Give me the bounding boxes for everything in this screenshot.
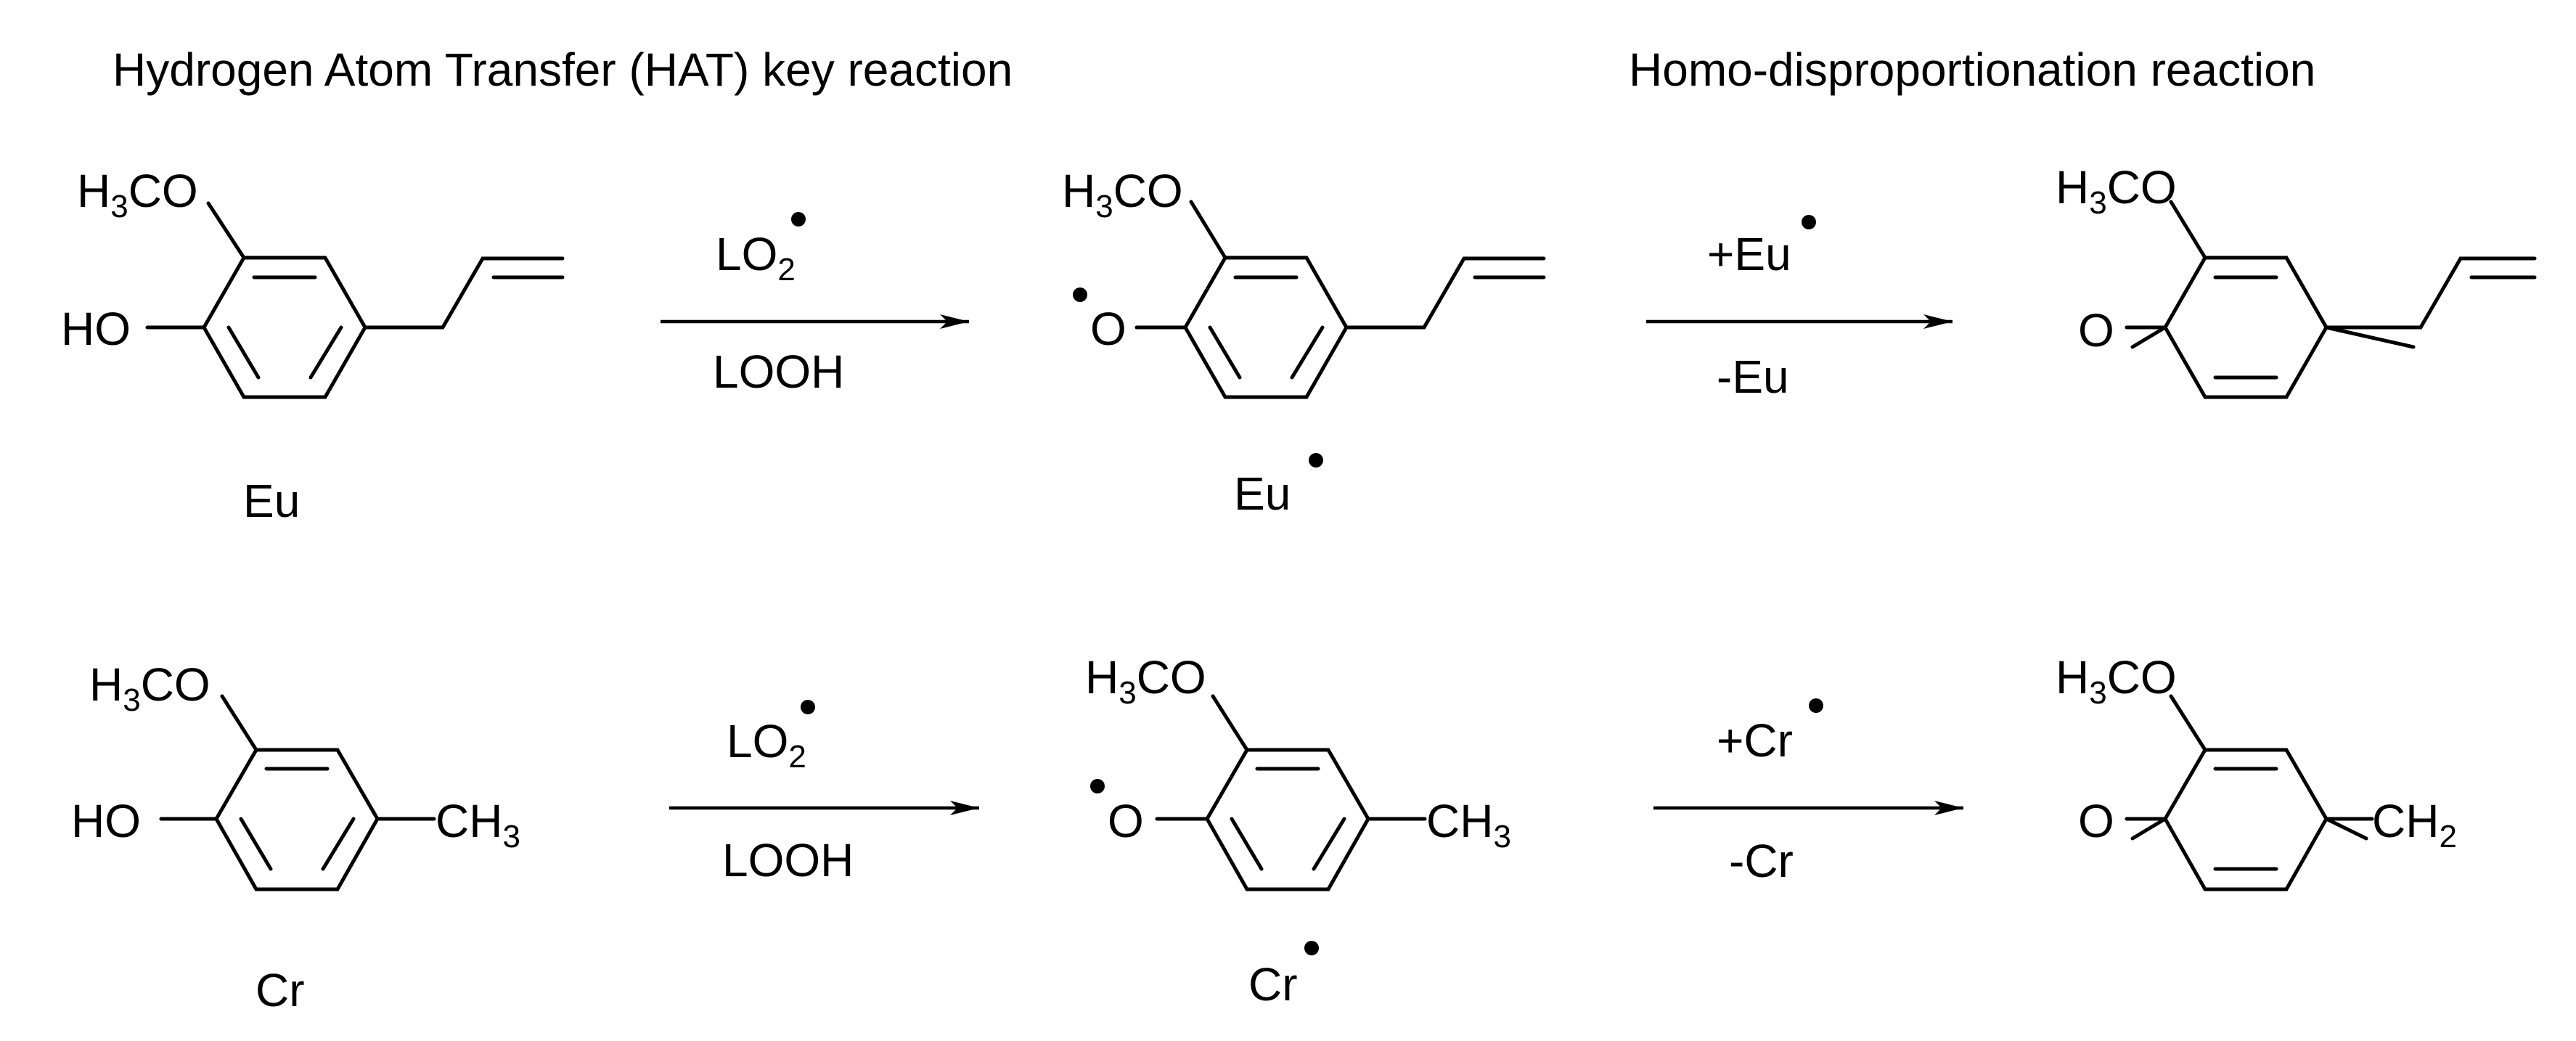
methoxy-bond (2169, 694, 2207, 752)
methylene-bond (2324, 817, 2374, 841)
methyl-group: CH3 (436, 795, 520, 854)
benzene-ring (1183, 256, 1349, 399)
radical-dot (791, 212, 806, 226)
radical-dot (1073, 287, 1087, 302)
benzene-ring (202, 256, 367, 399)
benzene-ring (1205, 748, 1370, 891)
byproduct-cr: -Cr (1729, 835, 1794, 887)
reagent-lo2-radical: LO2 (716, 228, 796, 287)
compound-label-cr-radical: Cr (1248, 958, 1298, 1011)
methoxy-bond (2169, 200, 2207, 260)
molecule-creosol: H3CO HO CH3 (71, 658, 520, 891)
methyl-group: CH3 (1426, 795, 1511, 854)
methoxy-bond (1211, 694, 1249, 752)
molecule-eugenol: H3CO HO (61, 165, 565, 399)
radical-dot (1304, 941, 1319, 955)
heading-homo-disproportionation: Homo-disproportionation reaction (1629, 44, 2315, 96)
reaction-arrow-homo-cr: +Cr -Cr (1653, 698, 1963, 887)
exocyclic-diene (2324, 256, 2537, 349)
reagent-lo2-radical: LO2 (727, 715, 806, 775)
molecule-eugenol-radical: H3CO O (1062, 165, 1546, 399)
heading-hat-reaction: Hydrogen Atom Transfer (HAT) key reactio… (113, 44, 1013, 96)
byproduct-looh: LOOH (722, 834, 854, 886)
carbonyl-bond (2125, 325, 2167, 349)
reaction-arrow-homo-eu: +Eu -Eu (1646, 215, 1953, 403)
radical-dot (801, 700, 815, 714)
carbonyl-oxygen: O (2078, 304, 2114, 356)
carbonyl-oxygen: O (2078, 795, 2114, 847)
molecule-quinone-methide-eu: H3CO O (2056, 161, 2537, 399)
allyl-chain (1344, 256, 1546, 330)
methoxy-bond (1189, 200, 1227, 260)
radical-dot (1809, 698, 1823, 713)
reagent-eu-radical: +Eu (1707, 228, 1791, 280)
methoxy-group: H3CO (2056, 651, 2177, 711)
radical-dot (1802, 215, 1816, 229)
methylene-group: CH2 (2372, 795, 2457, 854)
reaction-arrow-hat-cr: LO2 LOOH (669, 700, 979, 886)
methoxy-group: H3CO (77, 165, 198, 224)
compound-label-eu: Eu (243, 475, 300, 527)
reagent-cr-radical: +Cr (1717, 714, 1793, 767)
hydroxyl-group: HO (61, 303, 131, 355)
hydroxyl-group: HO (71, 795, 141, 847)
radical-dot (1090, 779, 1105, 793)
oxygen-radical: O (1108, 795, 1144, 847)
methoxy-bond (206, 201, 246, 260)
molecule-creosol-radical: H3CO O CH3 (1085, 651, 1511, 891)
molecule-quinone-methide-cr: H3CO O CH2 (2056, 651, 2457, 891)
carbonyl-bond (2125, 817, 2167, 841)
quinoid-ring (2163, 748, 2328, 891)
byproduct-looh: LOOH (713, 346, 844, 398)
methoxy-group: H3CO (1062, 165, 1183, 224)
oxygen-radical: O (1090, 303, 1127, 355)
reaction-arrow-hat-eu: LO2 LOOH (661, 212, 969, 398)
allyl-chain (363, 256, 565, 330)
methoxy-group: H3CO (1085, 651, 1206, 711)
byproduct-eu: -Eu (1717, 351, 1789, 403)
methoxy-group: H3CO (2056, 161, 2177, 221)
radical-dot (1309, 453, 1323, 468)
benzene-ring (214, 748, 380, 891)
compound-label-cr: Cr (255, 964, 305, 1016)
compound-label-eu-radical: Eu (1234, 468, 1291, 520)
methoxy-group: H3CO (89, 658, 210, 718)
methoxy-bond (220, 694, 258, 752)
quinoid-ring (2163, 256, 2328, 399)
